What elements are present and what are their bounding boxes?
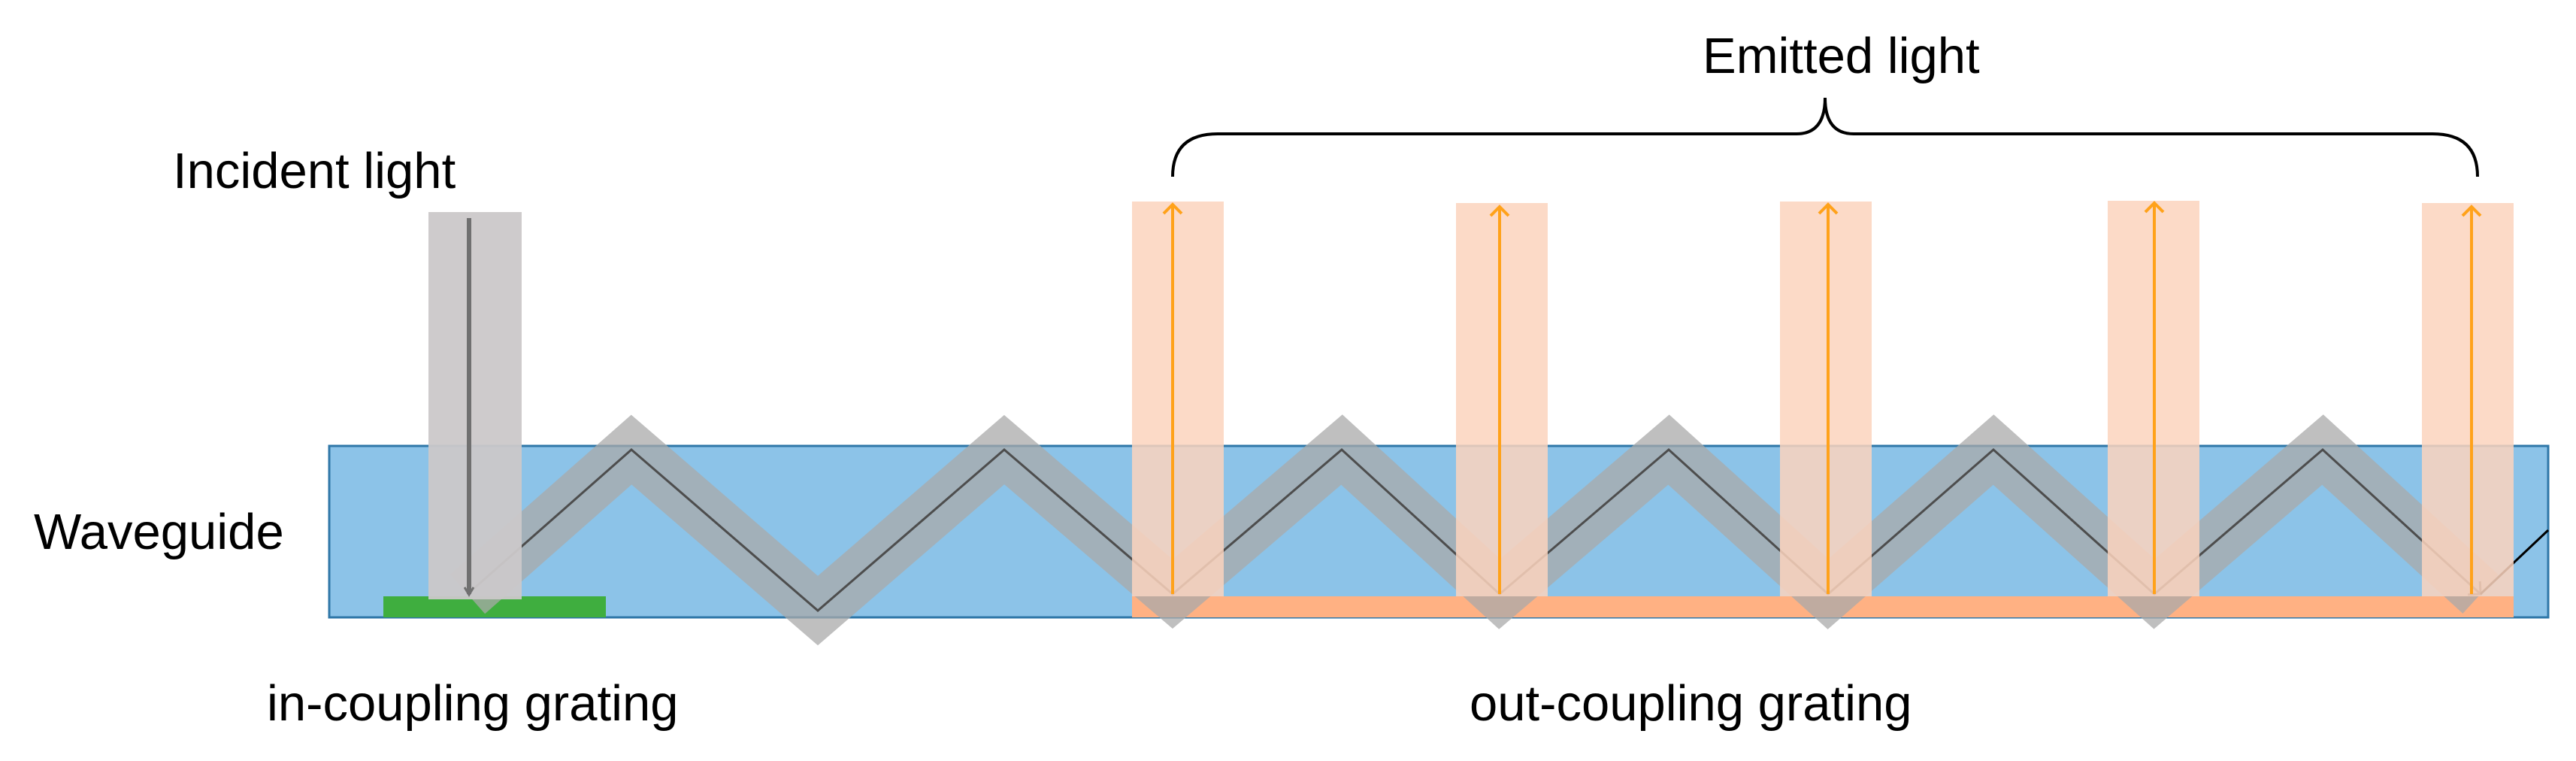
in-coupling-grating-label: in-coupling grating (267, 675, 679, 732)
emitted-beam-4 (2108, 201, 2199, 596)
out-coupling-grating-label: out-coupling grating (1470, 675, 1912, 732)
emitted-beam-1 (1132, 202, 1224, 596)
incident-beam (428, 212, 522, 599)
emitted-beam-2 (1456, 203, 1548, 596)
emitted-beam-3 (1780, 202, 1872, 596)
incident-light-label: Incident light (173, 143, 456, 199)
emitted-light-brace (1171, 97, 2479, 177)
emitted-beam-5 (2422, 203, 2514, 596)
emitted-light-label: Emitted light (1703, 28, 1980, 84)
waveguide-label: Waveguide (34, 504, 284, 560)
